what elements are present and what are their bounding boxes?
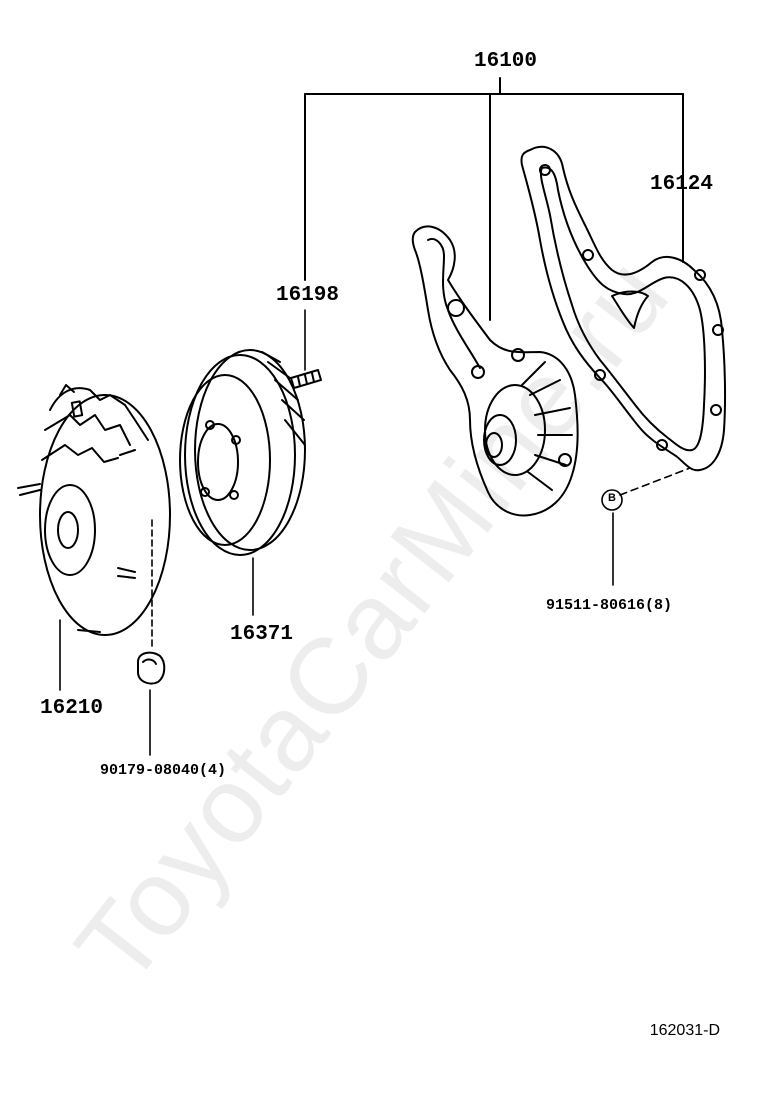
label-16198: 16198 bbox=[276, 284, 340, 307]
pulley-16371-drawing bbox=[179, 349, 306, 616]
stud-16198-drawing bbox=[290, 369, 322, 389]
nut-drawing bbox=[137, 651, 166, 756]
gasket-16124-drawing bbox=[520, 145, 727, 472]
bolt-marker-drawing bbox=[601, 467, 691, 586]
fan-clutch-16210-drawing bbox=[17, 384, 171, 691]
label-16210: 16210 bbox=[40, 697, 104, 720]
figure-code: 162031-D bbox=[649, 1022, 720, 1039]
label-90179: 90179-08040(4) bbox=[100, 762, 227, 779]
label-91511: 91511-80616(8) bbox=[546, 597, 673, 614]
water-pump-drawing bbox=[411, 225, 579, 517]
label-16124: 16124 bbox=[650, 173, 714, 196]
assembly-bracket bbox=[304, 77, 684, 371]
bolt-marker-letter: B bbox=[608, 492, 616, 504]
label-16100: 16100 bbox=[474, 50, 538, 73]
label-16371: 16371 bbox=[230, 623, 294, 646]
